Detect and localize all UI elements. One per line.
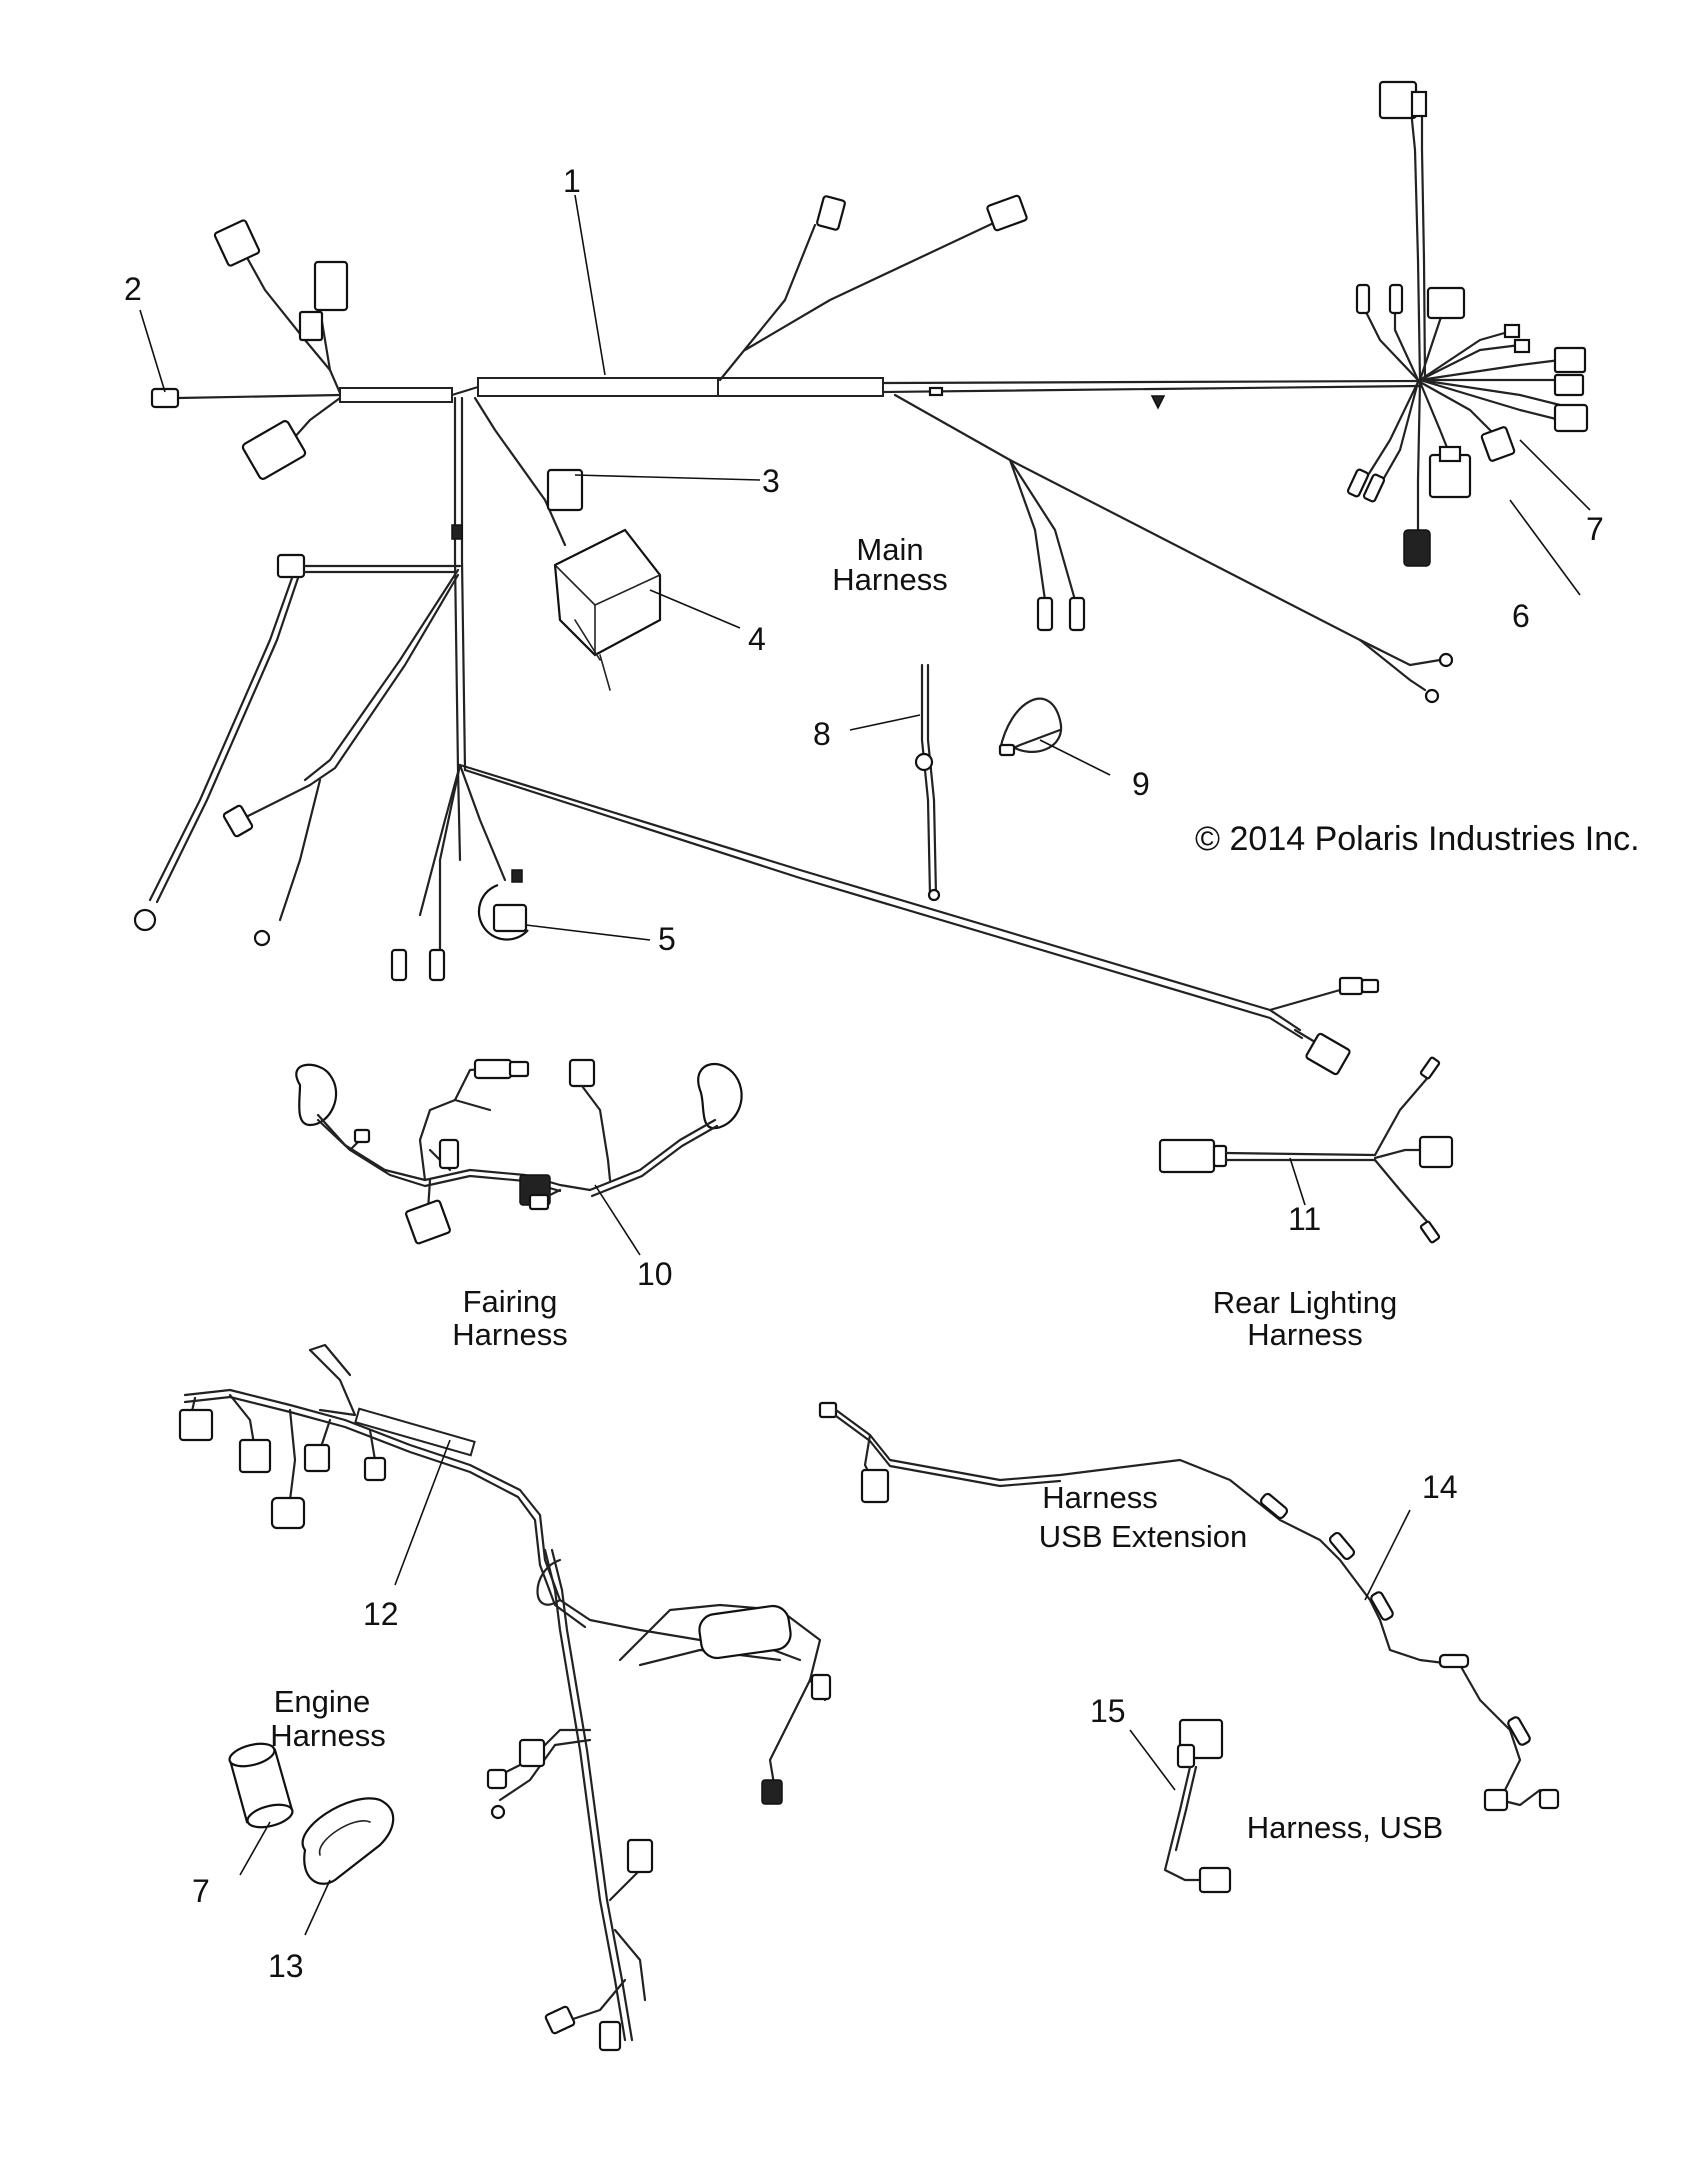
- callout-12: 12: [363, 1596, 399, 1632]
- leader-lines: [139, 194, 1591, 1936]
- callout-15: 15: [1090, 1693, 1126, 1729]
- connector-rear-1: [1158, 1138, 1216, 1174]
- connector-engine-1: [178, 1408, 214, 1442]
- label-engine-harness-2: Harness: [270, 1718, 385, 1753]
- callout-9: 9: [1132, 766, 1150, 802]
- connector-right-2: [1553, 346, 1587, 374]
- sleeve-item-7: [228, 1742, 294, 1829]
- engine-harness: [178, 1343, 832, 2052]
- connector-fairing-2: [405, 1199, 451, 1245]
- connector-lower-right: [1403, 529, 1431, 567]
- label-rear-lighting-2: Harness: [1247, 1317, 1362, 1352]
- callout-6: 6: [1512, 598, 1530, 634]
- label-fairing-harness-2: Harness: [452, 1317, 567, 1352]
- callout-numbers: 1 2 3 4 5 6 7 8 9 10 11 12 7 13 14 15: [124, 163, 1604, 1984]
- connector-engine-3: [270, 1496, 306, 1530]
- connector-far-right: [1305, 1032, 1351, 1076]
- connector-item-7: [1480, 426, 1516, 462]
- connector-2: [150, 387, 180, 409]
- label-main-harness-1: Main: [856, 532, 923, 567]
- label-fairing-harness-1: Fairing: [463, 1284, 558, 1319]
- callout-3: 3: [762, 463, 780, 499]
- connector-left-top-2: [313, 260, 349, 312]
- callout-1: 1: [563, 163, 581, 199]
- connector-usb-2: [1198, 1866, 1232, 1894]
- label-main-harness-2: Harness: [832, 562, 947, 597]
- connector-rear-2: [1418, 1135, 1454, 1169]
- connector-left-top: [213, 219, 261, 267]
- cable-tie-item-9: [998, 697, 1063, 757]
- connector-engine-4: [626, 1838, 654, 1874]
- connector-right-1: [1426, 286, 1466, 320]
- label-rear-lighting-1: Rear Lighting: [1213, 1285, 1397, 1320]
- connector-right-top: [1378, 80, 1418, 120]
- callout-13: 13: [268, 1948, 304, 1984]
- label-usb-extension-2: USB Extension: [1039, 1519, 1248, 1554]
- callout-7-engine: 7: [192, 1873, 210, 1909]
- usb-extension-harness: [818, 1401, 1560, 1812]
- connector-upper-2: [986, 194, 1028, 232]
- callout-5: 5: [658, 921, 676, 957]
- connector-item-5: [492, 903, 528, 933]
- clip-item-8: [914, 663, 941, 902]
- label-usb-extension-1: Harness: [1042, 1480, 1157, 1515]
- connector-left-lower: [241, 420, 307, 480]
- group-labels: Main Harness Fairing Harness Rear Lighti…: [270, 532, 1443, 1845]
- copyright-notice: © 2014 Polaris Industries Inc.: [1195, 820, 1640, 858]
- connector-item-3: [546, 468, 584, 512]
- usb-harness: [1163, 1718, 1232, 1894]
- connector-engine-2: [238, 1438, 272, 1474]
- callout-7-main: 7: [1586, 511, 1604, 547]
- callout-8: 8: [813, 716, 831, 752]
- callout-4: 4: [748, 621, 766, 657]
- main-harness-assembly: [133, 80, 1589, 1076]
- engine-harness-sleeve: [698, 1604, 792, 1660]
- callout-2: 2: [124, 271, 142, 307]
- callout-14: 14: [1422, 1469, 1458, 1505]
- fairing-harness: [295, 1058, 743, 1245]
- label-engine-harness-1: Engine: [274, 1684, 371, 1719]
- module-item-4: [553, 528, 662, 691]
- callout-10: 10: [637, 1256, 673, 1292]
- label-usb-harness: Harness, USB: [1247, 1810, 1443, 1845]
- boot-item-13: [301, 1797, 395, 1885]
- connector-usb-ext-1: [860, 1468, 890, 1504]
- connector-upper-1: [816, 195, 846, 231]
- connector-right-3: [1553, 403, 1589, 433]
- callout-11: 11: [1288, 1201, 1321, 1237]
- rear-lighting-harness: [1158, 1056, 1454, 1244]
